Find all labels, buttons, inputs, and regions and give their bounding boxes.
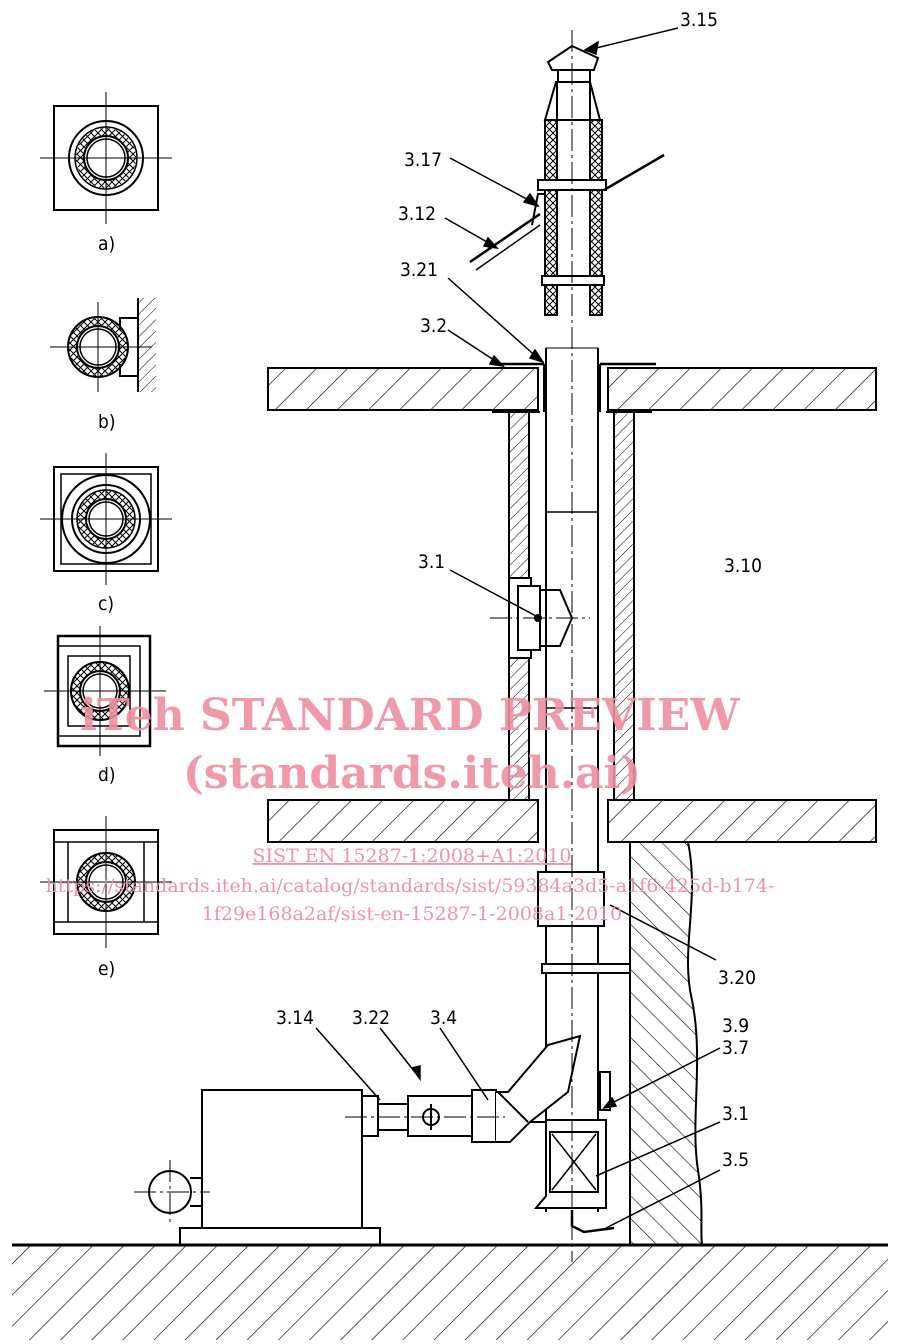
watermark-url-line-2: 1f29e168a2af/sist-en-15287-1-2008a1-2010 xyxy=(202,903,622,925)
label-3-4: 3.4 xyxy=(430,1007,457,1029)
section-c-label: c) xyxy=(98,593,114,615)
label-3-22: 3.22 xyxy=(352,1007,390,1029)
label-3-10: 3.10 xyxy=(724,555,762,577)
section-a xyxy=(40,92,172,224)
watermark-url-line-1: https://standards.iteh.ai/catalog/standa… xyxy=(46,875,775,897)
section-b-label: b) xyxy=(98,411,116,433)
lower-floor xyxy=(267,799,877,843)
label-3-12: 3.12 xyxy=(398,203,436,225)
watermark-title: iTeh STANDARD PREVIEW xyxy=(80,690,740,741)
upper-floor xyxy=(267,362,877,413)
section-d-label: d) xyxy=(98,764,116,786)
appliance xyxy=(148,1089,381,1246)
section-e-label: e) xyxy=(98,958,115,980)
label-3-17: 3.17 xyxy=(404,149,442,171)
label-3-14: 3.14 xyxy=(276,1007,314,1029)
label-3-7: 3.7 xyxy=(722,1037,749,1059)
label-3-2: 3.2 xyxy=(420,315,447,337)
label-3-15: 3.15 xyxy=(680,9,718,31)
chimney-top xyxy=(469,44,665,316)
label-3-5: 3.5 xyxy=(722,1149,749,1171)
label-3-9: 3.9 xyxy=(722,1015,749,1037)
section-b xyxy=(50,298,156,392)
section-c xyxy=(40,453,172,585)
ground xyxy=(12,1243,888,1340)
label-3-1-upper: 3.1 xyxy=(418,551,445,573)
section-a-label: a) xyxy=(98,233,115,255)
center-lines xyxy=(134,30,590,1262)
callout-labels: 3.15 3.17 3.12 3.21 3.2 3.1 3.10 3.20 3.… xyxy=(276,9,762,1171)
leader-lines xyxy=(315,27,721,1229)
section-e xyxy=(40,816,172,948)
connecting-pipe xyxy=(361,1034,582,1143)
watermark-subtitle: (standards.iteh.ai) xyxy=(183,748,641,799)
label-3-21: 3.21 xyxy=(400,259,438,281)
label-3-1-lower: 3.1 xyxy=(722,1103,749,1125)
watermark-standard-link[interactable]: SIST EN 15287-1:2008+A1:2010 xyxy=(253,845,572,867)
watermark: iTeh STANDARD PREVIEW (standards.iteh.ai… xyxy=(46,690,775,925)
label-3-20: 3.20 xyxy=(718,967,756,989)
section-d xyxy=(44,626,166,756)
